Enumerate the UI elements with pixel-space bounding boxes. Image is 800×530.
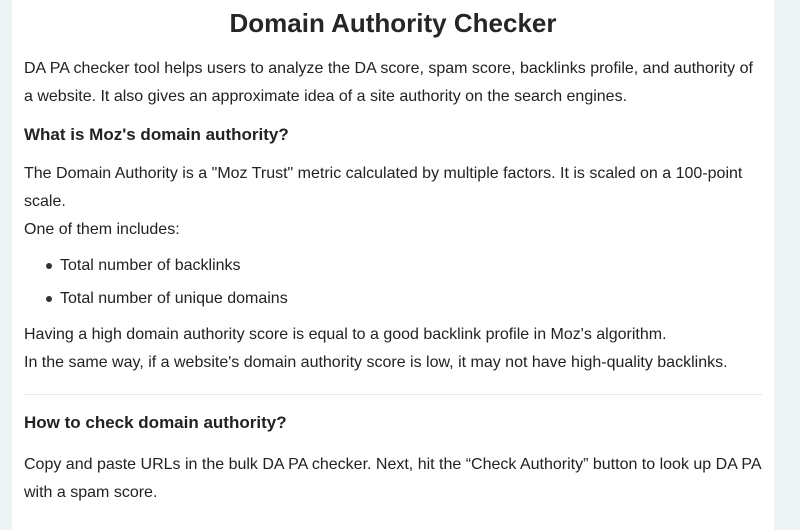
- page-title: Domain Authority Checker: [229, 8, 557, 38]
- list-item-text: Total number of unique domains: [60, 290, 288, 307]
- low-score-paragraph: In the same way, if a website's domain a…: [24, 354, 728, 371]
- how-to-paragraph: Copy and paste URLs in the bulk DA PA ch…: [24, 456, 761, 501]
- section-heading-how-to-check: How to check domain authority?: [24, 413, 287, 432]
- includes-paragraph: One of them includes:: [24, 221, 180, 238]
- factors-list: Total number of backlinks Total number o…: [24, 255, 762, 310]
- section-divider: [24, 394, 762, 395]
- content-panel: Domain Authority Checker DA PA checker t…: [12, 0, 774, 530]
- list-item: Total number of backlinks: [24, 255, 762, 277]
- intro-paragraph: DA PA checker tool helps users to analyz…: [24, 60, 753, 105]
- section-heading-moz-da: What is Moz's domain authority?: [24, 125, 289, 144]
- high-score-paragraph: Having a high domain authority score is …: [24, 326, 667, 343]
- bullet-icon: [46, 296, 52, 302]
- list-item: Total number of unique domains: [24, 288, 762, 310]
- bullet-icon: [46, 263, 52, 269]
- list-item-text: Total number of backlinks: [60, 257, 241, 274]
- da-definition-paragraph: The Domain Authority is a "Moz Trust" me…: [24, 165, 743, 210]
